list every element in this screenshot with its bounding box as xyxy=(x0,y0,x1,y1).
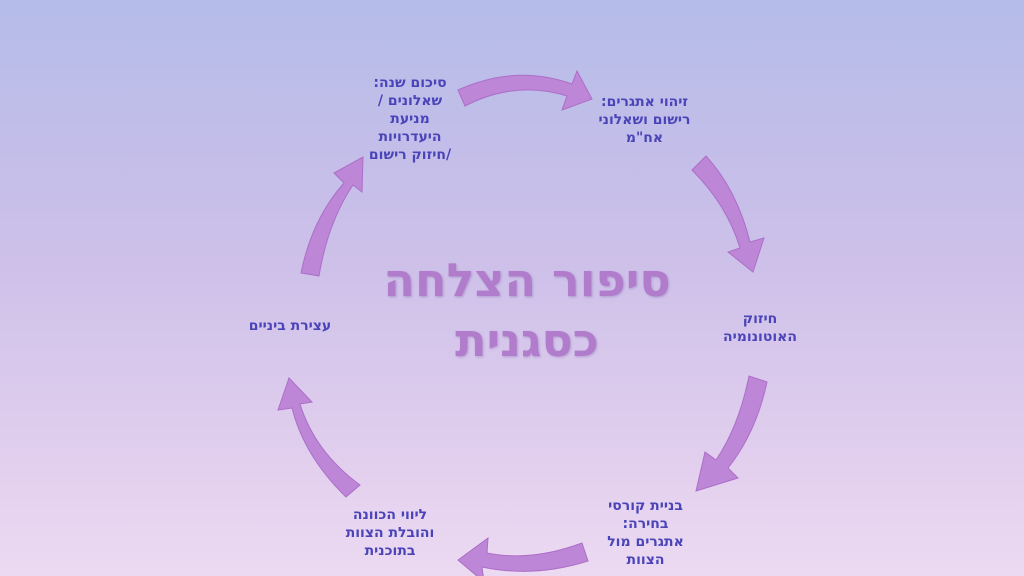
node-midpoint-line-1: עצירת ביניים xyxy=(248,318,332,334)
node-identify-line-1: זיהוי אתגרים: xyxy=(600,94,689,110)
node-courses-line-1: בניית קורסי xyxy=(608,498,683,514)
node-summary-line-4: היעדרויות xyxy=(378,129,442,145)
node-autonomy-line-2: האוטונומיה xyxy=(723,329,797,345)
arrow-identify-to-autonomy xyxy=(691,155,765,273)
node-summary-line-1: סיכום שנה: xyxy=(373,75,447,91)
diagram-title: סיפור הצלחה כסגנית xyxy=(362,250,692,370)
node-summary-line-2: שאלונים / xyxy=(377,93,443,109)
node-guidance: ליווי הכוונה והובלת הצוות בתוכנית xyxy=(325,506,455,560)
arrow-autonomy-to-courses xyxy=(695,375,768,492)
node-summary-line-5: /חיזוק רישום xyxy=(368,147,452,163)
node-courses-line-3: אתגרים מול xyxy=(607,534,684,550)
node-guidance-line-1: ליווי הכוונה xyxy=(352,507,428,523)
node-courses-line-2: בחירה: xyxy=(622,516,669,532)
node-guidance-line-2: והובלת הצוות xyxy=(345,525,435,541)
node-summary: סיכום שנה: שאלונים / מניעת היעדרויות /חי… xyxy=(345,74,475,164)
node-identify-line-2: רישום ושאלוני xyxy=(598,112,691,128)
title-line-1: סיפור הצלחה xyxy=(383,253,671,307)
title-line-2: כסגנית xyxy=(455,313,599,367)
node-midpoint: עצירת ביניים xyxy=(225,317,355,335)
arrow-guidance-to-midpoint xyxy=(277,377,361,498)
node-autonomy-line-1: חיזוק xyxy=(742,311,778,327)
node-identify-line-3: אח"מ xyxy=(625,130,664,146)
node-guidance-line-3: בתוכנית xyxy=(364,543,416,559)
arrow-midpoint-to-summary xyxy=(300,156,364,277)
node-summary-line-3: מניעת xyxy=(390,111,430,127)
node-identify: זיהוי אתגרים: רישום ושאלוני אח"מ xyxy=(577,93,712,147)
arrow-summary-to-identify xyxy=(457,69,593,111)
node-courses: בניית קורסי בחירה: אתגרים מול הצוות xyxy=(583,497,708,569)
arrow-courses-to-guidance xyxy=(457,536,589,576)
node-autonomy: חיזוק האוטונומיה xyxy=(700,310,820,346)
node-courses-line-4: הצוות xyxy=(626,552,665,568)
